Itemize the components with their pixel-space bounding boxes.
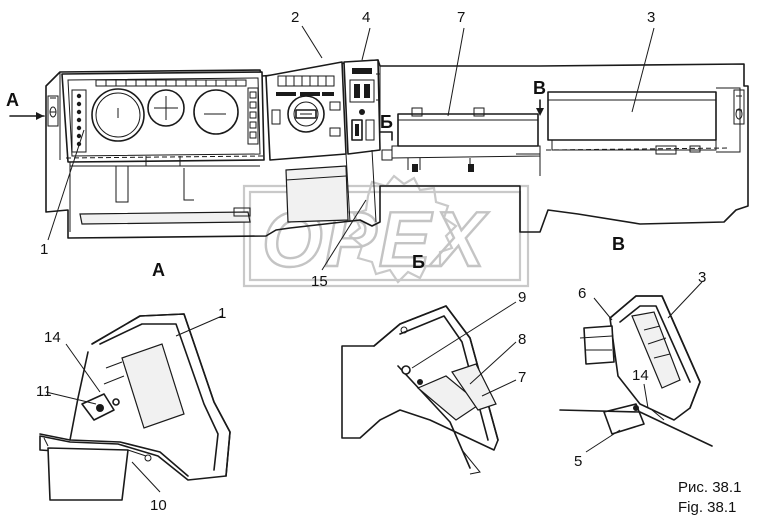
section-mark-b-arrow: Б — [380, 112, 393, 132]
section-arrow-a — [9, 112, 45, 120]
callout-5: 5 — [574, 453, 582, 470]
view-title-a: А — [152, 260, 165, 280]
gauge-left — [91, 88, 145, 142]
section-mark-a-arrow: А — [6, 90, 19, 110]
callout-3-v: 3 — [698, 269, 706, 286]
callout-3-main: 3 — [647, 9, 655, 26]
left-vent — [47, 95, 59, 127]
figure-caption-ru: Рис. 38.1 — [678, 479, 741, 496]
right-vent — [733, 89, 745, 125]
callout-4: 4 — [362, 9, 370, 26]
section-arrow-b — [379, 131, 393, 141]
figure-caption-en: Fig. 38.1 — [678, 499, 736, 516]
callout-14-v: 14 — [632, 367, 649, 384]
warning-lamp-column — [71, 89, 87, 153]
callout-10: 10 — [150, 497, 167, 514]
callout-1-main: 1 — [40, 241, 48, 258]
gauge-right — [193, 89, 239, 135]
callout-1-a: 1 — [218, 305, 226, 322]
callout-14-a: 14 — [44, 329, 61, 346]
section-view-a — [39, 313, 231, 501]
console-lamp-row — [276, 92, 334, 96]
callout-7-main: 7 — [457, 9, 465, 26]
right-lamp-column — [247, 87, 259, 145]
section-arrow-v — [536, 99, 544, 116]
dashboard-main-view — [9, 59, 749, 239]
indicator-strip — [95, 79, 247, 87]
section-mark-v-arrow: В — [533, 78, 546, 98]
radio-unit — [349, 68, 375, 141]
section-view-b — [341, 305, 499, 475]
view-title-b: Б — [412, 252, 425, 272]
console-switch-strip — [277, 75, 335, 87]
callout-7-b: 7 — [518, 369, 526, 386]
callout-11: 11 — [36, 383, 52, 400]
callout-2: 2 — [291, 9, 299, 26]
callout-8: 8 — [518, 331, 526, 348]
view-title-v: В — [612, 234, 625, 254]
gauge-center — [147, 89, 185, 127]
callout-6: 6 — [578, 285, 586, 302]
callout-9: 9 — [518, 289, 526, 306]
callout-15: 15 — [311, 273, 328, 290]
section-view-v — [559, 295, 713, 447]
heater-control-knob — [287, 95, 325, 133]
